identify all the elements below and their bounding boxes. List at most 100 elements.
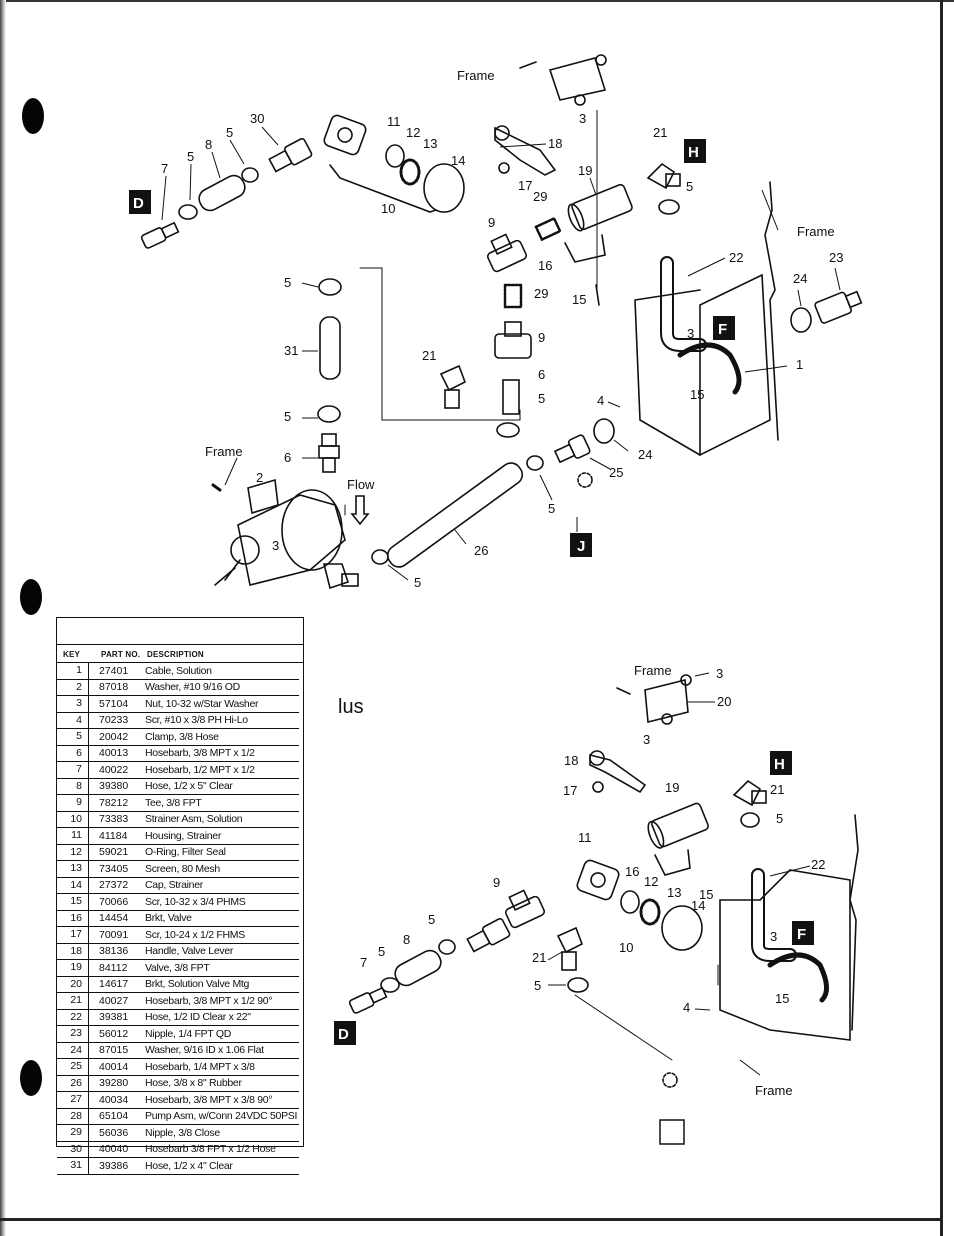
valve-19-lower [647, 802, 709, 849]
part-number-cell: 39380 [99, 780, 129, 793]
svg-text:18: 18 [564, 753, 578, 768]
description-cell: Hosebarb, 1/4 MPT x 3/8 [145, 1060, 255, 1073]
key-cell: 19 [57, 960, 89, 976]
frame-labels: Frame Frame Frame Frame Frame Flow [205, 68, 835, 1098]
description-cell: Tee, 3/8 FPT [145, 796, 202, 809]
description-cell: Washer, 9/16 ID x 1.06 Flat [145, 1044, 264, 1057]
svg-text:29: 29 [533, 189, 547, 204]
svg-text:20: 20 [717, 694, 731, 709]
description-cell: Washer, #10 9/16 OD [145, 681, 240, 694]
tee-9-mid [494, 321, 532, 359]
svg-text:17: 17 [518, 178, 532, 193]
svg-text:12: 12 [406, 125, 420, 140]
header-key: KEY [63, 650, 81, 659]
key-cell: 5 [57, 729, 89, 745]
key-cell: 31 [57, 1158, 89, 1174]
frame-label-lower: Frame [634, 663, 672, 678]
svg-text:14: 14 [691, 898, 705, 913]
hosebarb-30 [268, 137, 313, 173]
key-cell: 21 [57, 993, 89, 1009]
svg-text:24: 24 [638, 447, 652, 462]
description-cell: Brkt, Solution Valve Mtg [145, 978, 250, 991]
washer-24-lower [593, 418, 615, 444]
mount-box-lower [719, 869, 851, 1041]
part-number-cell: 40014 [99, 1060, 129, 1073]
section-markers: D H F J H F D [129, 139, 814, 1145]
description-cell: Cable, Solution [145, 664, 212, 677]
svg-text:17: 17 [563, 783, 577, 798]
nipple-29-upper [534, 216, 562, 242]
svg-text:F: F [718, 321, 727, 338]
svg-text:8: 8 [403, 932, 410, 947]
svg-text:22: 22 [811, 857, 825, 872]
svg-text:31: 31 [284, 343, 298, 358]
description-cell: O-Ring, Filter Seal [145, 846, 226, 859]
svg-text:4: 4 [683, 1000, 690, 1015]
frame-label-bottom: Frame [755, 1083, 793, 1098]
svg-text:23: 23 [829, 250, 843, 265]
part-number-cell: 27401 [99, 664, 129, 677]
svg-text:5: 5 [538, 391, 545, 406]
strainer-housing-11-lower [576, 859, 620, 901]
svg-text:19: 19 [665, 780, 679, 795]
description-cell: Cap, Strainer [145, 879, 203, 892]
key-cell: 15 [57, 894, 89, 910]
part-number-cell: 70091 [99, 928, 129, 941]
part-number-cell: 40034 [99, 1093, 129, 1106]
description-cell: Hosebarb 3/8 FPT x 1/2 Hose [145, 1143, 276, 1156]
svg-text:10: 10 [381, 201, 395, 216]
part-number-cell: 87018 [99, 681, 129, 694]
part-number-cell: 39280 [99, 1077, 129, 1090]
lower-assembly [348, 674, 859, 1088]
part-number-cell: 40027 [99, 994, 129, 1007]
svg-text:13: 13 [667, 885, 681, 900]
part-number-cell: 39381 [99, 1011, 129, 1024]
svg-text:3: 3 [272, 538, 279, 553]
part-number-cell: 20042 [99, 730, 129, 743]
svg-text:15: 15 [572, 292, 586, 307]
hose-26 [386, 462, 524, 568]
key-cell: 12 [57, 844, 89, 860]
part-number-cell: 27372 [99, 879, 129, 892]
svg-text:H: H [774, 756, 785, 773]
svg-text:8: 8 [205, 137, 212, 152]
screen-13 [399, 158, 421, 186]
svg-text:15: 15 [690, 387, 704, 402]
description-cell: Nut, 10-32 w/Star Washer [145, 697, 259, 710]
table-row: 25 40014 Hosebarb, 1/4 MPT x 3/8 [57, 1059, 299, 1076]
part-number-cell: 40013 [99, 747, 129, 760]
punch-hole-bottom [20, 1060, 42, 1096]
tee-9-lower [504, 889, 546, 929]
part-number-cell: 41184 [99, 829, 128, 842]
svg-text:5: 5 [428, 912, 435, 927]
description-cell: Hose, 1/2 ID Clear x 22" [145, 1011, 251, 1024]
svg-text:F: F [797, 926, 806, 943]
svg-text:22: 22 [729, 250, 743, 265]
part-number-cell: 65104 [99, 1110, 129, 1123]
hose-8-lower [394, 949, 442, 987]
key-cell: 27 [57, 1092, 89, 1108]
key-cell: 25 [57, 1059, 89, 1075]
key-cell: 16 [57, 910, 89, 926]
key-cell: 18 [57, 943, 89, 959]
part-number-cell: 87015 [99, 1044, 129, 1057]
svg-text:14: 14 [451, 153, 465, 168]
